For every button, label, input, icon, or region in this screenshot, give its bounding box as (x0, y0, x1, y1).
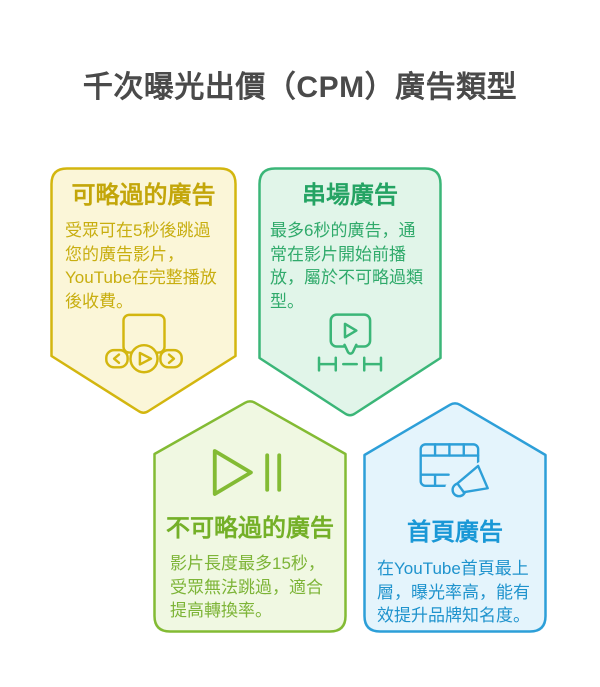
card-body-line: 在YouTube首頁最上 (377, 559, 529, 578)
card-non-skippable-ads: 不可略過的廣告 影片長度最多15秒， 受眾無法跳過，適合 提高轉換率。 (153, 400, 347, 633)
card-body-line: 影片長度最多15秒， (170, 554, 325, 573)
card-shape-pentagon-down (50, 167, 237, 414)
card-title: 串場廣告 (302, 182, 398, 209)
card-body-line: 效提升品牌知名度。 (377, 606, 530, 625)
bumper-video-message-icon (317, 313, 383, 372)
card-body: 在YouTube首頁最上 層，曝光率高，能有 效提升品牌知名度。 (363, 557, 530, 628)
card-body-line: 受眾無法跳過，適合 (170, 577, 323, 597)
card-shape-pentagon-down (258, 167, 442, 417)
card-masthead-ads: 首頁廣告 在YouTube首頁最上 層，曝光率高，能有 效提升品牌知名度。 (363, 402, 547, 633)
masthead-megaphone-icon (419, 443, 495, 505)
card-shape-pentagon-up (363, 402, 547, 633)
play-pause-icon (212, 449, 282, 496)
card-body-line: 放，屬於不可略過類 (270, 268, 423, 287)
card-title: 不可略過的廣告 (166, 515, 334, 542)
card-body-line: 提高轉換率。 (170, 601, 272, 620)
page-title: 千次曝光出價（CPM）廣告類型 (82, 71, 518, 104)
skippable-video-player-icon (104, 313, 183, 374)
card-shape-pentagon-up (153, 400, 347, 633)
card-body: 影片長度最多15秒， 受眾無法跳過，適合 提高轉換率。 (153, 552, 325, 623)
card-body-line: 常在影片開始前播 (270, 244, 406, 264)
card-body-line: 型。 (270, 291, 304, 311)
card-title: 可略過的廣告 (71, 182, 216, 209)
card-body-line: 後收費。 (65, 291, 133, 311)
card-title: 首頁廣告 (407, 519, 503, 546)
card-body-line: 您的廣告影片， (65, 244, 184, 264)
card-body-line: YouTube在完整播放 (65, 268, 217, 287)
card-body-line: 受眾可在5秒後跳過 (65, 221, 211, 240)
card-body-line: 最多6秒的廣告，通 (270, 221, 416, 240)
card-body: 受眾可在5秒後跳過 您的廣告影片， YouTube在完整播放 後收費。 (50, 219, 217, 313)
card-body: 最多6秒的廣告，通 常在影片開始前播 放，屬於不可略過類 型。 (258, 219, 423, 313)
card-body-line: 層，曝光率高，能有 (377, 582, 530, 602)
card-skippable-ads: 可略過的廣告 受眾可在5秒後跳過 您的廣告影片， YouTube在完整播放 後收… (50, 167, 237, 417)
card-bumper-ads: 串場廣告 最多6秒的廣告，通 常在影片開始前播 放，屬於不可略過類 型。 (258, 167, 442, 420)
